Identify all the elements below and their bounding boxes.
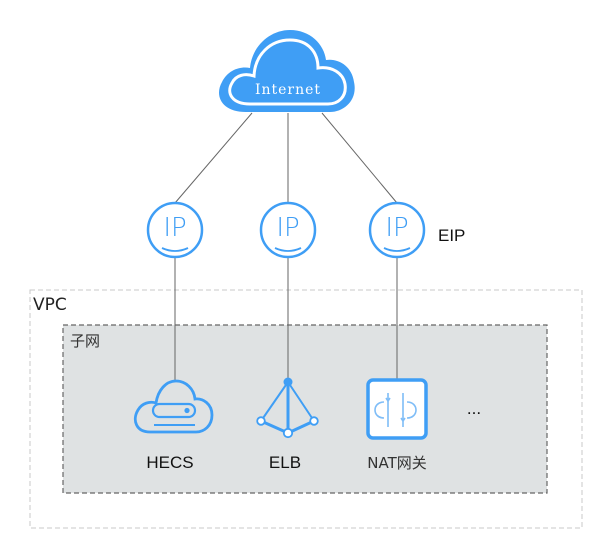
vpc-label: VPC bbox=[33, 295, 67, 315]
hecs-label: HECS bbox=[146, 453, 193, 472]
elb-label: ELB bbox=[269, 453, 301, 472]
vpc-boundary bbox=[29, 289, 583, 529]
eip-icon-2: IP bbox=[259, 201, 317, 259]
eip-icon-1: IP bbox=[146, 201, 204, 259]
internet-cloud-icon: Internet bbox=[219, 30, 355, 112]
more-services-ellipsis: ... bbox=[467, 399, 481, 418]
internet-label: Internet bbox=[255, 82, 321, 98]
ip-icon-text: IP bbox=[385, 213, 408, 243]
connectors bbox=[174, 112, 398, 380]
ip-icon-text: IP bbox=[276, 213, 299, 243]
eip-icon-3: IP bbox=[368, 201, 426, 259]
subnet-label: 子网 bbox=[70, 332, 100, 350]
connector-internet-eip-3 bbox=[321, 112, 398, 204]
hecs-cloud-server-icon bbox=[133, 379, 214, 434]
connector-internet-eip-1 bbox=[174, 112, 253, 204]
eip-label: EIP bbox=[438, 226, 465, 245]
ip-icon-text: IP bbox=[163, 213, 186, 243]
elb-load-balancer-icon bbox=[256, 377, 319, 439]
nat-gateway-icon bbox=[366, 378, 428, 440]
nat-gateway-label: NAT网关 bbox=[367, 454, 426, 472]
